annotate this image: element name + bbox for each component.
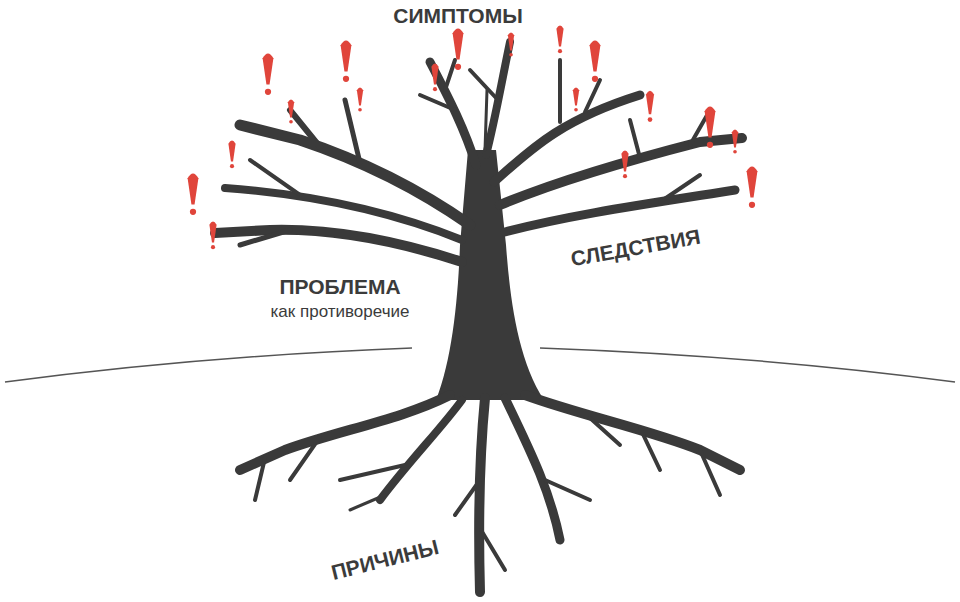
exclamation-bar	[188, 173, 199, 204]
exclamation-dot	[733, 150, 737, 154]
tree	[215, 42, 742, 592]
exclamation-dot	[648, 117, 653, 122]
exclamation-bar	[209, 222, 216, 243]
exclamation-bar	[288, 99, 294, 117]
exclamation-dot	[707, 142, 713, 148]
exclamation-bar	[732, 129, 738, 147]
exclamation-bar	[590, 40, 601, 71]
exclamation-bar	[357, 87, 363, 105]
exclamation-bar	[453, 28, 464, 59]
exclamation-dot	[623, 174, 627, 178]
exclamation-dot	[455, 64, 461, 70]
exclamation-dot	[343, 76, 349, 82]
exclamation-bar	[431, 64, 438, 85]
exclamation-dot	[574, 108, 578, 112]
exclamation-bar	[263, 53, 274, 84]
exclamation-bar	[556, 26, 563, 47]
exclamation-marks	[188, 26, 758, 250]
exclamation-bar	[747, 166, 758, 197]
exclamation-dot	[211, 245, 215, 249]
effects-label: СЛЕДСТВИЯ	[569, 225, 702, 271]
causes-label: ПРИЧИНЫ	[329, 536, 441, 585]
exclamation-dot	[749, 202, 755, 208]
exclamation-bar	[508, 32, 514, 50]
exclamation-bar	[573, 87, 579, 105]
top-label: СИМПТОМЫ	[393, 4, 523, 27]
exclamation-dot	[558, 49, 562, 53]
exclamation-dot	[592, 76, 598, 82]
horizon-right	[540, 348, 955, 382]
exclamation-bar	[705, 106, 716, 137]
exclamation-dot	[190, 209, 196, 215]
exclamation-dot	[289, 120, 293, 124]
exclamation-bar	[621, 151, 628, 172]
exclamation-dot	[509, 53, 513, 57]
problem-subtitle: как противоречие	[271, 303, 410, 322]
exclamation-dot	[358, 108, 362, 112]
exclamation-bar	[341, 40, 352, 71]
trunk	[436, 150, 544, 400]
exclamation-bar	[228, 141, 235, 162]
horizon-left	[5, 348, 412, 382]
exclamation-dot	[230, 164, 234, 168]
exclamation-bar	[646, 91, 654, 114]
exclamation-dot	[433, 87, 437, 91]
exclamation-dot	[265, 89, 271, 95]
problem-label: ПРОБЛЕМА	[279, 275, 400, 298]
